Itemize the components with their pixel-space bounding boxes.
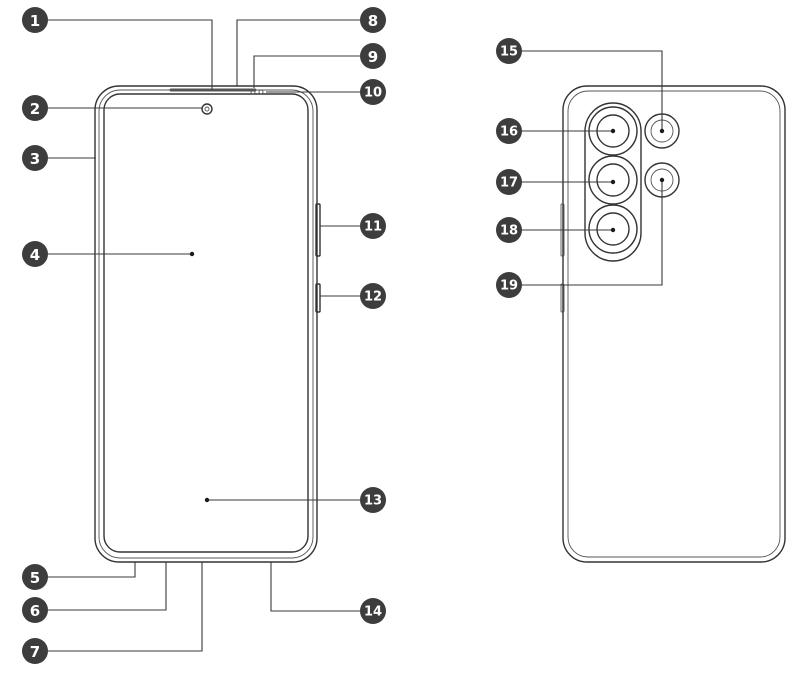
dot-19 [659, 177, 665, 183]
dot-13 [204, 497, 210, 503]
callout-number: 15 [500, 45, 518, 60]
front-frame-inner [98, 89, 314, 559]
callout-10: 10 [360, 79, 386, 105]
camera-lens-2 [596, 163, 630, 197]
callout-11: 11 [360, 213, 386, 239]
callout-4: 4 [22, 241, 48, 267]
side-key [315, 283, 321, 313]
leader-lines [47, 19, 665, 652]
front-camera [201, 103, 213, 115]
callout-number: 11 [364, 220, 382, 235]
callout-number: 12 [364, 290, 382, 305]
earpiece-slot [169, 88, 257, 92]
callout-6: 6 [22, 597, 48, 623]
callout-badges: 1 2 3 4 5 6 7 8 9 10 11 12 13 14 15 16 1… [22, 7, 522, 664]
callout-9: 9 [360, 43, 386, 69]
callout-12: 12 [360, 283, 386, 309]
dot-4 [189, 251, 195, 257]
callout-15: 15 [496, 38, 522, 64]
callout-7: 7 [22, 638, 48, 664]
callout-number: 1 [30, 12, 40, 30]
volume-keys [315, 203, 321, 257]
leader-6 [47, 562, 167, 611]
back-frame-inner [567, 90, 781, 558]
callout-14: 14 [360, 598, 386, 624]
dot-16 [610, 128, 616, 134]
leader-19 [521, 180, 663, 286]
callout-number: 7 [30, 643, 40, 661]
callout-number: 8 [368, 12, 378, 30]
dot-18 [610, 227, 616, 233]
mic-hole-top [250, 89, 256, 95]
callout-number: 14 [364, 605, 382, 620]
callout-number: 2 [30, 100, 40, 118]
back-side-key [560, 283, 565, 313]
leader-1 [47, 19, 213, 90]
callout-13: 13 [360, 487, 386, 513]
callout-1: 1 [22, 7, 48, 33]
back-body-outline [562, 85, 786, 563]
callout-number: 16 [500, 125, 518, 140]
callout-18: 18 [496, 217, 522, 243]
camera-lens-3 [596, 212, 630, 246]
callout-number: 13 [364, 494, 382, 509]
callout-3: 3 [22, 145, 48, 171]
leader-14 [270, 562, 362, 612]
callout-number: 6 [30, 602, 40, 620]
front-body-outline [94, 85, 318, 563]
camera-ring-2 [588, 155, 638, 205]
callout-16: 16 [496, 118, 522, 144]
leader-9 [253, 55, 362, 88]
callout-number: 4 [30, 246, 40, 264]
callout-17: 17 [496, 169, 522, 195]
callout-number: 19 [500, 279, 518, 294]
leader-8 [236, 19, 362, 86]
callout-8: 8 [360, 7, 386, 33]
phone-back [560, 85, 786, 563]
callout-5: 5 [22, 564, 48, 590]
front-screen [103, 93, 309, 553]
camera-ring-3 [588, 204, 638, 254]
leader-15 [521, 50, 663, 131]
callout-number: 9 [368, 48, 378, 66]
callout-number: 10 [364, 86, 382, 101]
sensor-hole [258, 89, 264, 95]
leader-7 [47, 562, 203, 652]
callout-number: 18 [500, 224, 518, 239]
dot-17 [610, 179, 616, 185]
callout-number: 3 [30, 150, 40, 168]
front-camera-lens [204, 106, 210, 112]
callout-number: 5 [30, 569, 40, 587]
leader-5 [47, 562, 136, 578]
callout-number: 17 [500, 176, 518, 191]
dot-15 [659, 128, 665, 134]
callout-19: 19 [496, 272, 522, 298]
phone-front [94, 85, 321, 563]
callout-2: 2 [22, 95, 48, 121]
